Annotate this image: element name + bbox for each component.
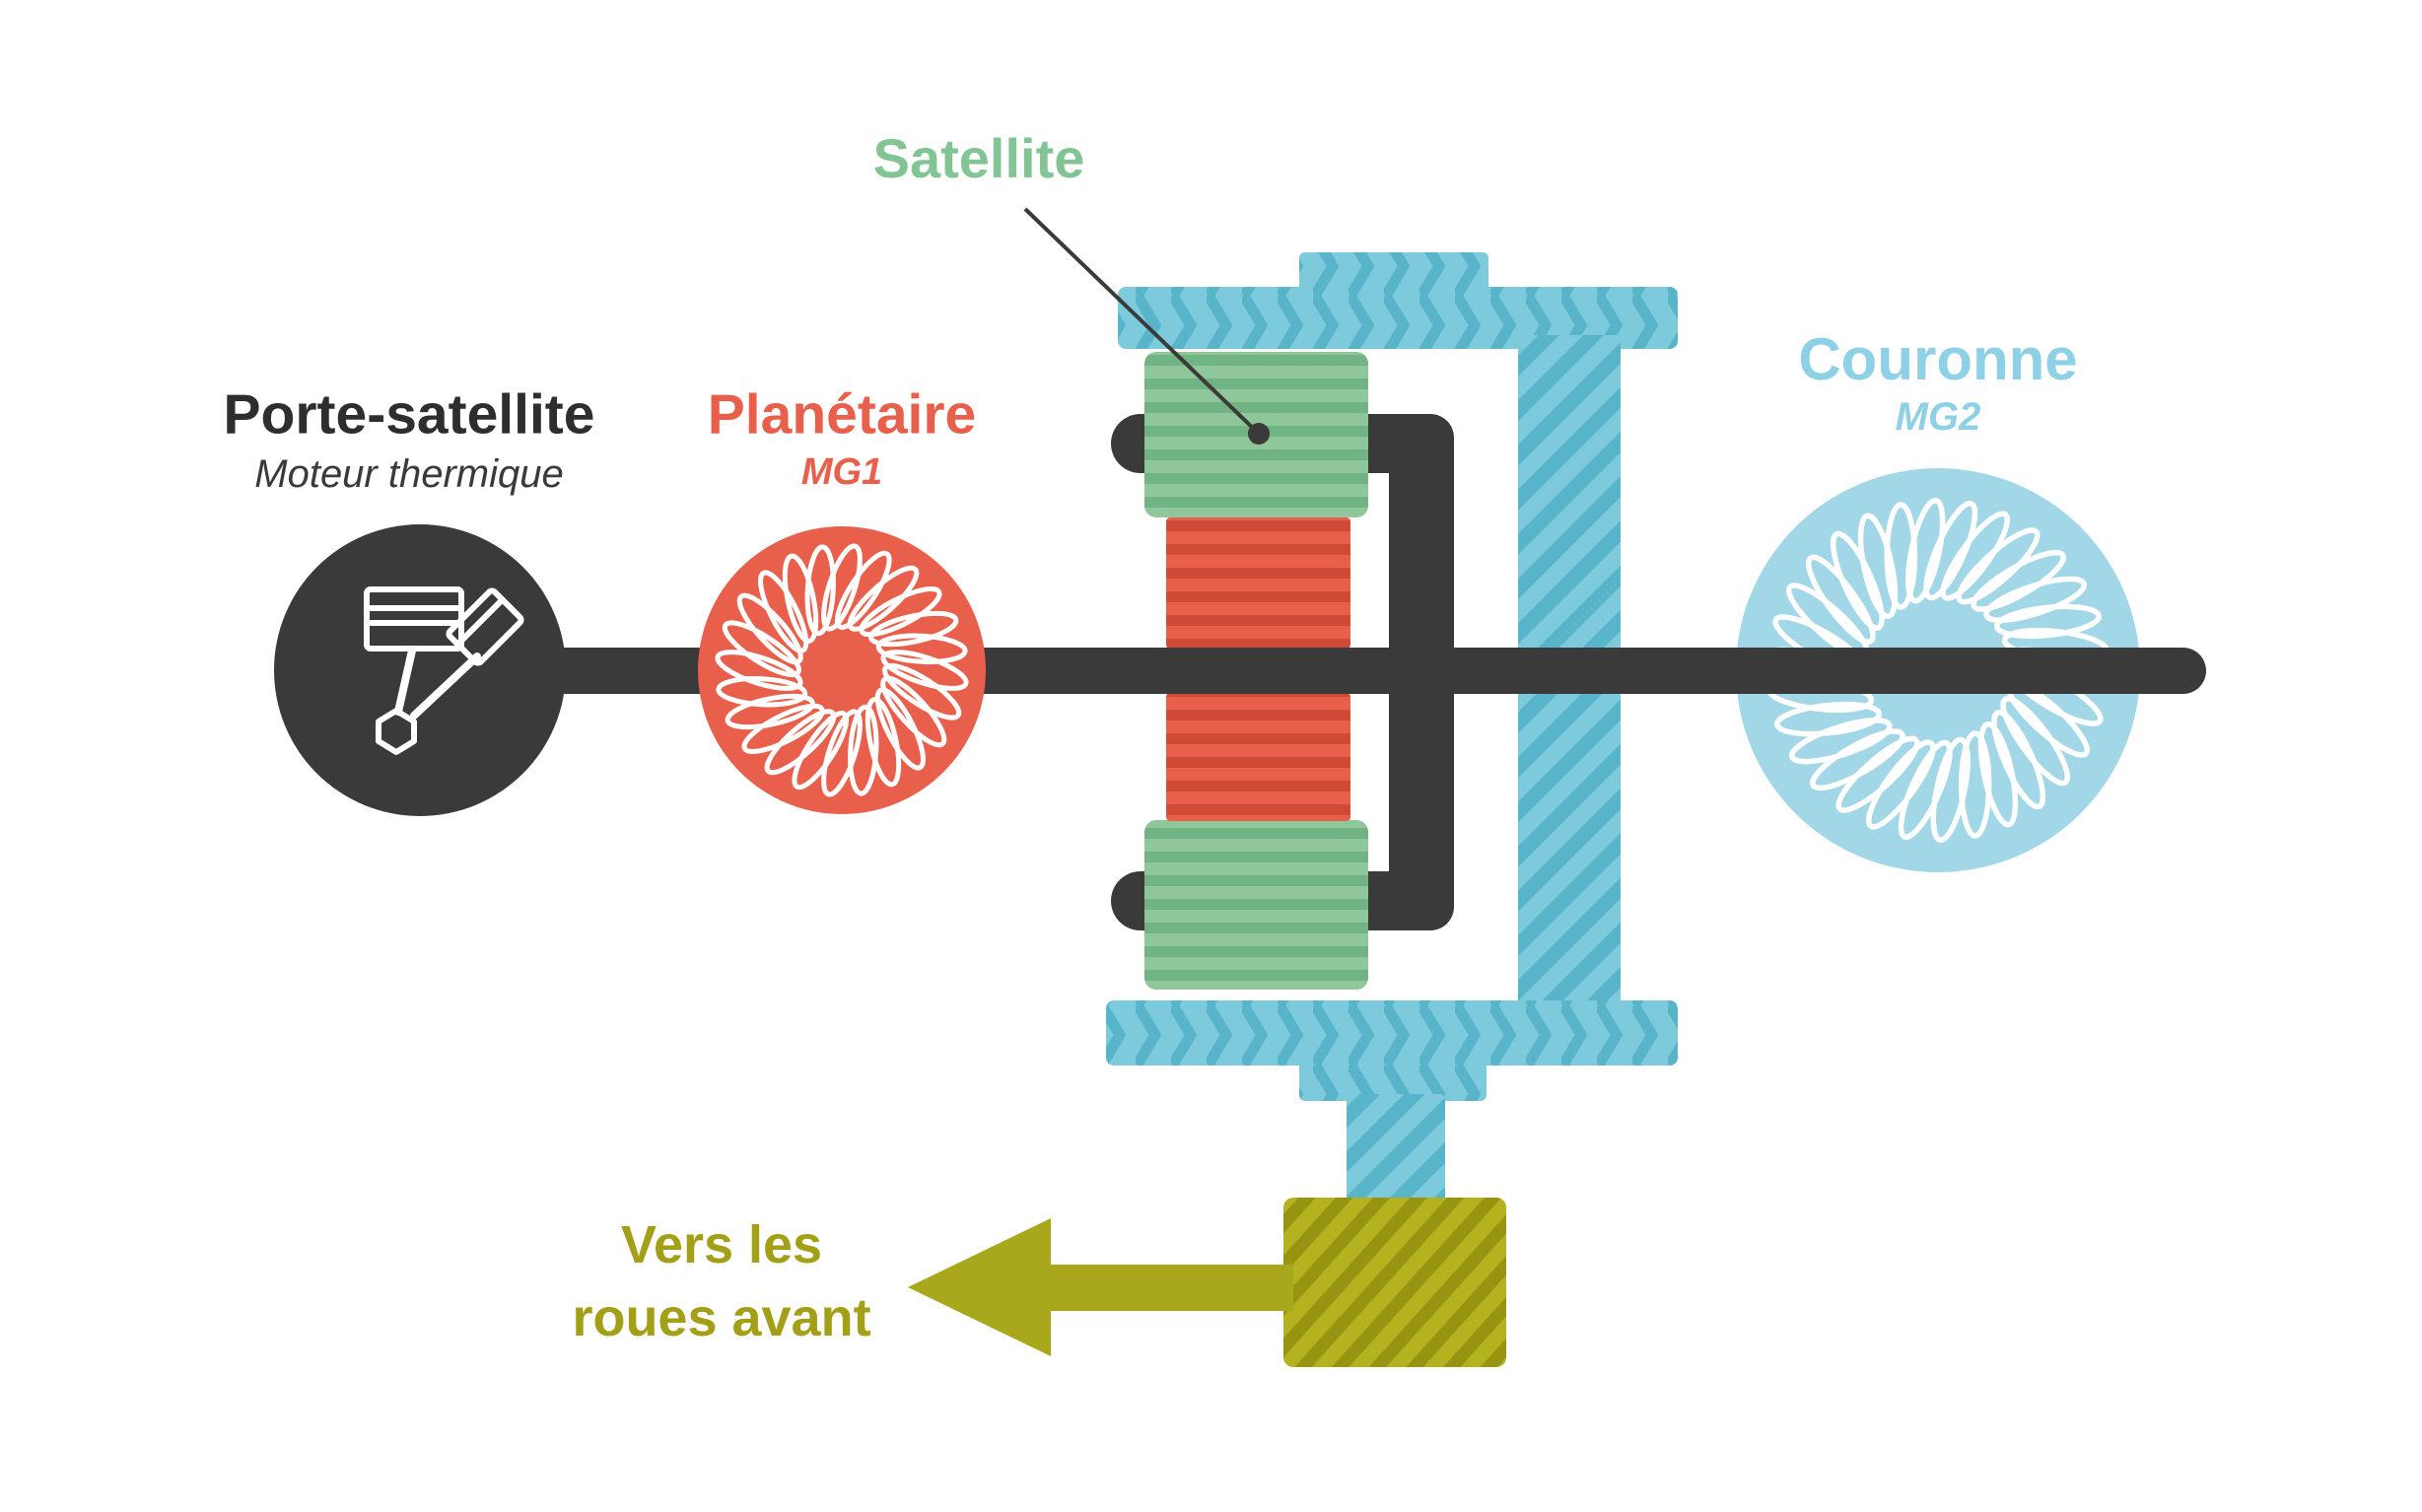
satellite-pointer bbox=[1023, 207, 1270, 445]
mg1-label: MG1 bbox=[800, 451, 883, 493]
output-gear-block bbox=[1283, 1198, 1506, 1367]
piston-icon bbox=[364, 586, 524, 755]
connecting-rod-right bbox=[410, 653, 481, 720]
housing-top-tab bbox=[1299, 252, 1488, 296]
roues-avant-label-line2: roues avant bbox=[572, 1288, 871, 1347]
mg1-circle bbox=[698, 526, 986, 814]
housing-top-bar bbox=[1118, 287, 1678, 349]
output-stem bbox=[1347, 1094, 1445, 1207]
moteur-thermique-label: Moteur thermique bbox=[254, 452, 564, 496]
roues-avant-label-line1: Vers les bbox=[620, 1215, 823, 1274]
satellite-pointer-dot bbox=[1248, 423, 1270, 445]
sun-gear-top bbox=[1166, 517, 1350, 649]
mg2-label: MG2 bbox=[1895, 395, 1981, 439]
main-shaft bbox=[394, 648, 2206, 694]
crank-hex bbox=[376, 708, 417, 755]
ring-gear-housing bbox=[1106, 252, 1678, 1207]
planetaire-label: Planétaire bbox=[707, 382, 977, 447]
couronne-label: Couronne bbox=[1798, 326, 2078, 392]
engine-circle bbox=[274, 524, 566, 816]
left-arrow-icon bbox=[908, 1218, 1293, 1356]
connecting-rod-left bbox=[394, 647, 416, 716]
sun-gear-bottom bbox=[1166, 693, 1350, 821]
mg1-winding-coil-icon bbox=[715, 543, 969, 797]
sun-gear-mg1 bbox=[698, 526, 986, 814]
satellite-gear-bottom bbox=[1144, 820, 1368, 990]
engine-node bbox=[274, 524, 566, 816]
housing-bottom-bar bbox=[1106, 1000, 1678, 1065]
satellite-pointer-line bbox=[1023, 207, 1261, 436]
housing-bottom-tab bbox=[1299, 1060, 1487, 1101]
porte-satellite-label: Porte-satellite bbox=[223, 382, 595, 447]
satellite-label: Satellite bbox=[872, 127, 1085, 189]
piston-head-angled bbox=[446, 587, 524, 666]
